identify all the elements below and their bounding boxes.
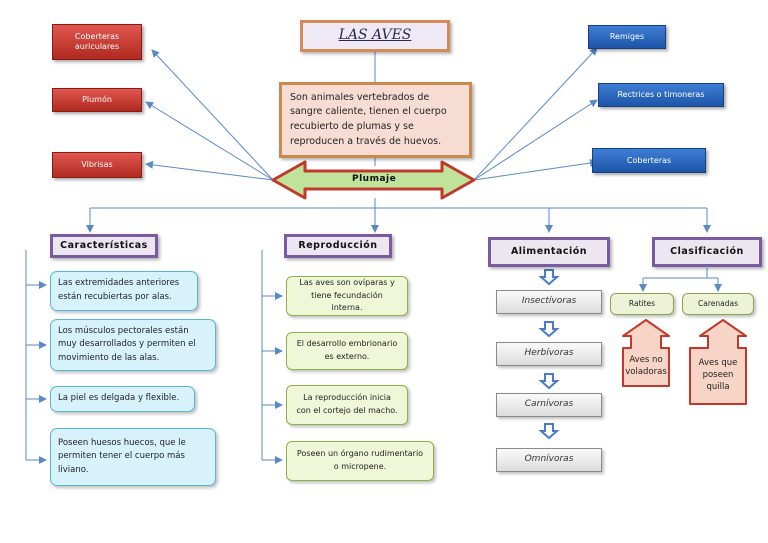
connector-line	[473, 47, 598, 181]
clasificacion-ratites: Ratites	[610, 293, 674, 315]
node-coberteras: Coberteras	[592, 148, 706, 173]
up-arrow-callout	[689, 319, 747, 405]
alimentacion-item: Insectívoras	[496, 290, 602, 314]
alimentacion-item: Omnívoras	[496, 448, 602, 472]
reproduccion-item: Poseen un órgano rudimentario o micropen…	[286, 441, 434, 481]
connector-line	[473, 99, 598, 181]
down-arrow-icon	[538, 373, 560, 390]
page-title: LAS AVES	[300, 20, 450, 52]
header-alimentacion: Alimentación	[488, 237, 610, 267]
connector-line	[473, 159, 598, 181]
down-arrow-icon	[538, 423, 560, 440]
alimentacion-item: Herbívoras	[496, 342, 602, 366]
caracteristica-item: Las extremidades anteriores están recubi…	[50, 271, 198, 311]
reproduccion-item: Las aves son ovíparas y tiene fecundació…	[286, 276, 408, 316]
alimentacion-item: Carnívoras	[496, 393, 602, 417]
connector-line	[145, 160, 274, 181]
node-rectrices: Rectrices o timoneras	[598, 83, 724, 107]
plumaje-label: Plumaje	[352, 174, 397, 184]
note-aves-no-voladoras: Aves no voladoras	[625, 354, 667, 377]
reproduccion-item: El desarrollo embrionario es externo.	[286, 332, 408, 370]
node-vibrisas: Vibrisas	[52, 152, 142, 178]
plumaje-double-arrow	[271, 160, 476, 200]
up-arrow-callout	[622, 319, 670, 387]
caracteristica-item: Poseen huesos huecos, que le permiten te…	[50, 428, 216, 486]
connector-line	[145, 101, 274, 181]
note-aves-que-poseen-quilla: Aves que poseen quilla	[698, 357, 738, 393]
down-arrow-icon	[538, 269, 560, 286]
header-clasificacion: Clasificación	[652, 237, 762, 267]
node-plumon: Plumón	[52, 88, 142, 112]
caracteristica-item: La piel es delgada y flexible.	[50, 386, 195, 412]
reproduccion-item: La reproducción inicia con el cortejo de…	[286, 385, 408, 425]
node-remiges: Remiges	[588, 25, 666, 49]
header-caracteristicas: Características	[50, 234, 158, 258]
description-box: Son animales vertebrados de sangre calie…	[279, 82, 472, 158]
header-reproduccion: Reproducción	[284, 234, 392, 258]
connector-line	[151, 49, 274, 181]
node-coberteras-auriculares: Coberteras auriculares	[52, 24, 142, 60]
clasificacion-carenadas: Carenadas	[682, 293, 754, 315]
caracteristica-item: Los músculos pectorales están muy desarr…	[50, 319, 216, 371]
down-arrow-icon	[538, 321, 560, 338]
